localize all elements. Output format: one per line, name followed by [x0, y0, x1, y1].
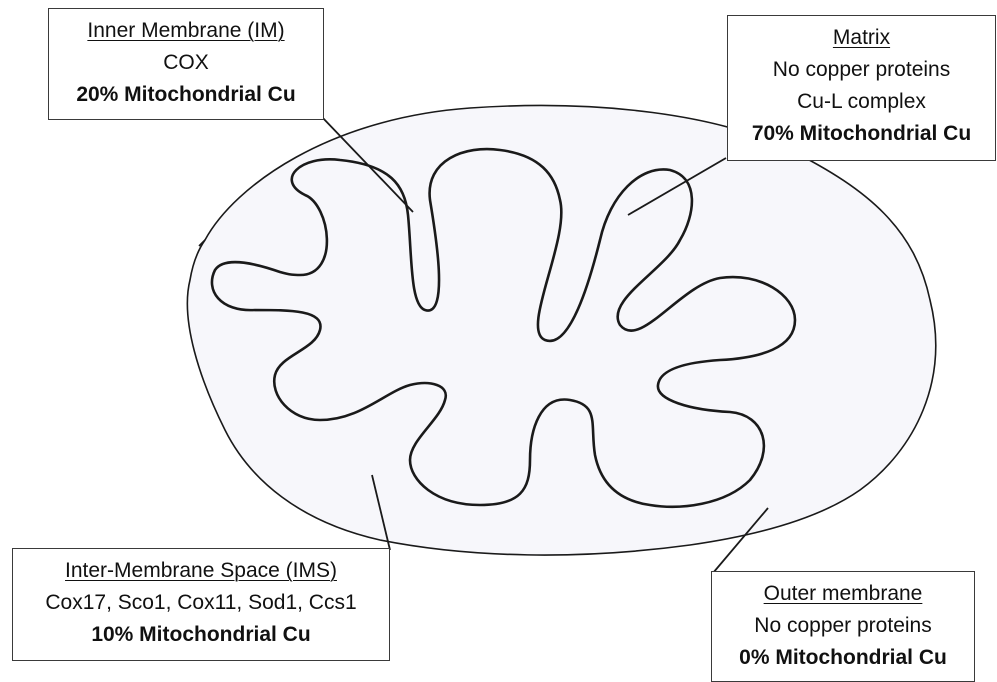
outer-membrane — [187, 106, 935, 555]
callout-outer-membrane: Outer membrane No copper proteins 0% Mit… — [711, 571, 975, 682]
callout-title: Outer membrane — [716, 578, 970, 610]
callout-proteins: Cox17, Sco1, Cox11, Sod1, Ccs1 — [17, 587, 385, 619]
callout-percentage: 10% Mitochondrial Cu — [17, 619, 385, 651]
callout-percentage: 0% Mitochondrial Cu — [716, 642, 970, 674]
callout-inter-membrane-space: Inter-Membrane Space (IMS) Cox17, Sco1, … — [12, 548, 390, 661]
callout-proteins: No copper proteins — [732, 54, 991, 86]
callout-proteins: No copper proteins — [716, 610, 970, 642]
callout-title: Inter-Membrane Space (IMS) — [17, 555, 385, 587]
callout-matrix: Matrix No copper proteins Cu-L complex 7… — [727, 15, 996, 161]
callout-proteins: COX — [53, 47, 319, 79]
callout-complex: Cu-L complex — [732, 86, 991, 118]
callout-inner-membrane: Inner Membrane (IM) COX 20% Mitochondria… — [48, 8, 324, 120]
callout-percentage: 70% Mitochondrial Cu — [732, 118, 991, 150]
callout-title: Inner Membrane (IM) — [53, 15, 319, 47]
callout-title: Matrix — [732, 22, 991, 54]
callout-percentage: 20% Mitochondrial Cu — [53, 79, 319, 111]
